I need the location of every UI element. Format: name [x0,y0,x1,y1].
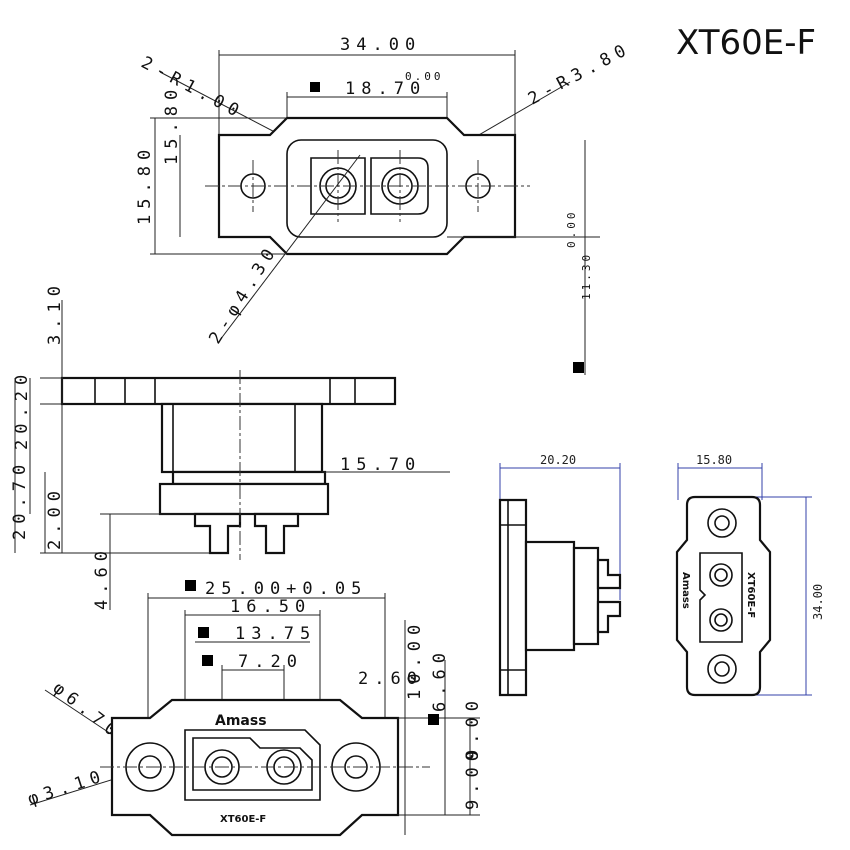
front-view: 25.00+0.05 16.50 13.75 7.20 2.60 φ6.70 φ… [25,579,483,837]
top-housing [286,139,448,238]
dim-front-height-total: 10.00 [405,619,425,700]
inspection-marker [428,714,439,725]
dim-slot-width: 18.70 [345,79,426,99]
model-label-mini: XT60E-F [745,572,756,618]
side-flange [60,376,397,406]
mini-side-pin-bottom [596,600,622,634]
inspection-marker [573,362,584,373]
brand-logo-front: Amass [215,713,267,729]
dim-front-inner: 16.50 [230,597,311,617]
mini-front-pin-top-inner [714,568,728,582]
mini-front-hole-top-inner [714,515,730,531]
mini-front-hole-top-outer [707,508,737,538]
dim-side-pin-depth: 2.00 [45,485,65,550]
dim-mini-front-width: 15.80 [696,453,732,467]
mini-side-pin-top [596,558,622,590]
front-housing [184,729,321,801]
side-view: 15.70 3.10 20.20 20.70 2.00 4.60 [10,280,450,610]
mini-front-hole-bottom-outer [707,654,737,684]
side-lower-body [158,482,330,516]
mini-front-pin-bottom-outer [709,608,733,632]
inspection-marker [310,82,320,92]
mini-front-pin-bottom-inner [714,613,728,627]
inspection-marker [185,580,196,591]
inspection-marker [198,627,209,638]
dim-mini-front-height: 34.00 [811,584,825,620]
mini-side-rear [572,546,600,646]
front-mount-hole-left-inner [138,755,162,779]
mini-side-view: 20.20 [498,453,622,697]
socket-cavity-right [370,157,429,215]
dim-front-height-b: 9.00 [463,695,483,760]
drawing-title: XT60E-F [676,23,816,63]
front-socket-recess [192,737,313,791]
dim-front-height-a: 6.60 [430,647,450,712]
brand-logo-mini: Amass [680,572,691,609]
side-pin-left [193,512,242,555]
dim-hole-diameter: 2-φ4.30 [205,241,282,348]
mini-front-housing [699,552,743,643]
top-view: 34.00 18.70 0.00 2-R1.00 2-R3.80 [135,35,635,375]
dim-height-inner: 15.80 [162,84,182,165]
dim-right-dim: 11.30 [580,252,593,300]
inspection-marker [202,655,213,666]
model-label-front: XT60E-F [220,814,266,825]
dim-right-radius: 2-R3.80 [525,38,635,109]
side-pin-right [253,512,300,555]
mini-front-view: 15.80 34.00 Amass XT60E-F [675,453,825,697]
mini-front-hole-bottom-inner [714,661,730,677]
dim-side-flange: 3.10 [45,280,65,345]
dim-right-tol-a: 0.00 [565,210,578,249]
mini-front-outline [675,495,772,697]
dim-front-inner-dia: φ3.10 [25,766,108,810]
dim-front-slot: 13.75 [235,624,316,644]
mini-side-flange [498,498,528,697]
dim-front-overall: 25.00+0.05 [205,579,367,599]
dim-side-pin-tail: 4.60 [92,545,112,610]
dim-side-width: 15.70 [340,455,421,475]
dim-front-pitch: 7.20 [238,652,303,672]
mini-side-body [524,540,576,652]
dim-side-body-depth: 20.20 [12,369,32,450]
mini-front-pin-top-outer [709,563,733,587]
dim-overall-width: 34.00 [340,35,421,55]
dim-slot-tol-upper: 0.00 [405,70,444,83]
dim-side-body-depth-2: 20.70 [10,459,30,540]
dim-height-outer: 15.80 [135,144,155,225]
socket-cavity-left [310,157,366,215]
dim-left-radius: 2-R1.00 [138,53,248,124]
front-mount-hole-right-inner [344,755,368,779]
side-body [160,402,324,474]
side-step [171,470,327,486]
dim-mini-side: 20.20 [540,453,576,467]
dim-front-small-gap: 2.60 [358,669,423,689]
dim-front-height-c: 9.00 [463,745,483,810]
